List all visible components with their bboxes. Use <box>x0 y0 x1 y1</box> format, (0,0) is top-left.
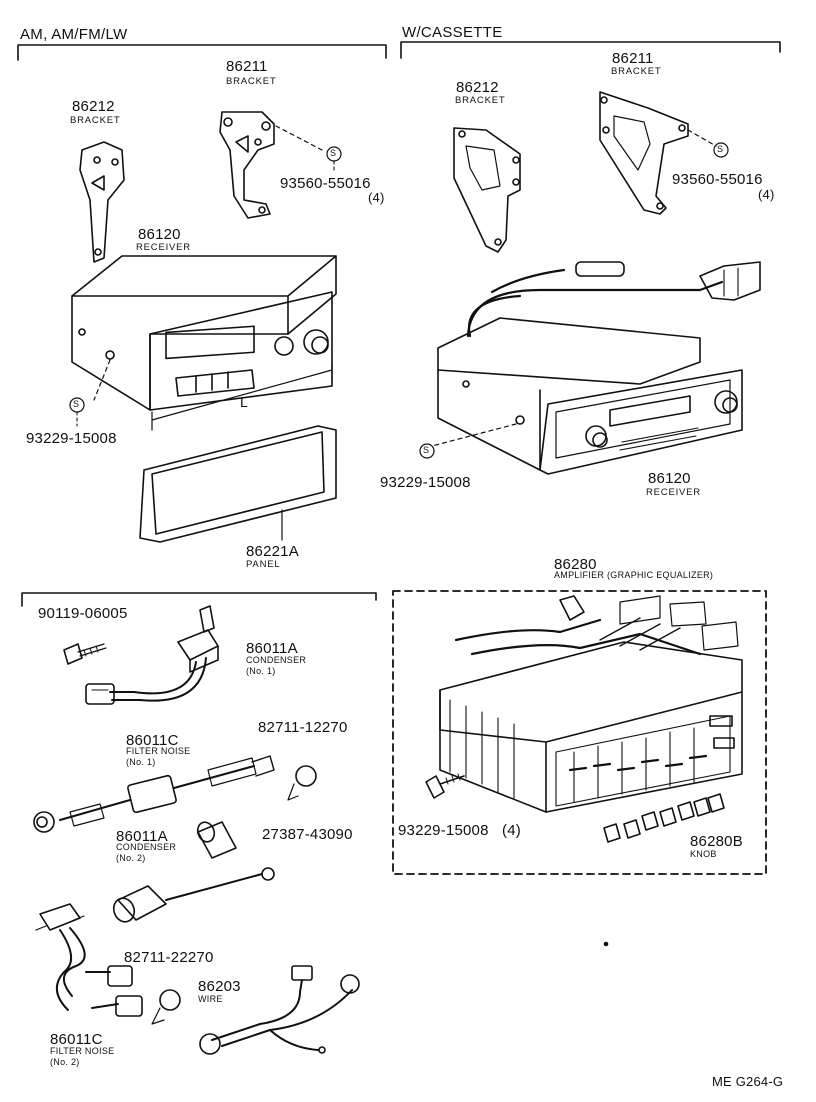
filter-noise-1-drawing <box>34 756 274 832</box>
label-wire: WIRE <box>198 994 223 1004</box>
s-text-left-1: S <box>330 148 337 158</box>
bracket-86211-right-drawing <box>600 92 716 214</box>
label-93229-amp-qty: (4) <box>502 822 521 839</box>
label-amplifier: AMPLIFIER (GRAPHIC EQUALIZER) <box>554 570 714 580</box>
label-condenser-2-note: (No. 2) <box>116 853 146 863</box>
clamp-82711-12270-drawing <box>288 766 316 800</box>
label-condenser-2: CONDENSER <box>116 842 177 852</box>
label-receiver-left: RECEIVER <box>136 242 191 253</box>
dimension-L: L <box>240 394 248 410</box>
bolt-90119-drawing <box>64 644 106 664</box>
label-86212-right: 86212 <box>456 79 499 96</box>
label-filter-noise-1-note: (No. 1) <box>126 757 156 767</box>
label-86221A: 86221A <box>246 543 299 560</box>
label-90119: 90119-06005 <box>38 605 128 622</box>
receiver-cassette-drawing <box>432 262 760 474</box>
label-93229-amp: 93229-15008 <box>398 822 489 839</box>
label-86280B: 86280B <box>690 833 743 850</box>
figure-code: ME G264-G <box>712 1074 784 1089</box>
bracket-86212-left-drawing <box>80 142 124 262</box>
wire-86203-drawing <box>200 966 359 1054</box>
section-bracket-accessories <box>22 593 376 606</box>
label-86211-right: 86211 <box>612 50 654 67</box>
screw-93229-amplifier-drawing <box>426 774 464 798</box>
label-86211-left: 86211 <box>226 58 268 75</box>
s-text-right-1: S <box>717 144 724 154</box>
label-86120-right: 86120 <box>648 470 691 487</box>
receiver-left-drawing <box>72 256 336 430</box>
section-bracket-right <box>401 42 780 58</box>
cap-27387-drawing <box>195 820 236 858</box>
s-mark-right-2 <box>420 444 434 458</box>
label-bracket-left-1: BRACKET <box>70 115 121 126</box>
bracket-86211-left-drawing <box>220 112 322 218</box>
label-bracket-right-2: BRACKET <box>611 66 662 77</box>
label-bracket-left-2: BRACKET <box>226 76 277 87</box>
label-82711-12270: 82711-12270 <box>258 719 348 736</box>
label-86011A-1: 86011A <box>246 640 298 657</box>
header-right: W/CASSETTE <box>402 24 503 41</box>
header-left: AM, AM/FM/LW <box>20 26 128 43</box>
condenser-1-drawing <box>86 606 218 704</box>
label-panel: PANEL <box>246 559 281 570</box>
label-condenser-1: CONDENSER <box>246 655 307 665</box>
section-bracket-left <box>18 45 386 60</box>
label-93560-left: 93560-55016 <box>280 175 371 192</box>
label-86011A-2: 86011A <box>116 828 168 845</box>
s-text-right-2: S <box>423 445 430 455</box>
label-27387-43090: 27387-43090 <box>262 826 353 843</box>
label-filter-noise-2: FILTER NOISE <box>50 1046 115 1056</box>
label-86011C-2: 86011C <box>50 1031 103 1048</box>
label-93229-right: 93229-15008 <box>380 474 471 491</box>
amplifier-kit-dashed-box <box>393 591 766 874</box>
amplifier-86280-drawing <box>440 596 742 812</box>
label-filter-noise-1: FILTER NOISE <box>126 746 191 756</box>
knobs-86280B-drawing <box>604 794 724 842</box>
panel-86221A-drawing <box>140 426 336 542</box>
label-93560-right: 93560-55016 <box>672 171 763 188</box>
label-receiver-right: RECEIVER <box>646 487 701 498</box>
bracket-86212-right-drawing <box>454 128 520 252</box>
label-condenser-1-note: (No. 1) <box>246 666 276 676</box>
label-86203: 86203 <box>198 978 241 995</box>
label-93229-left: 93229-15008 <box>26 430 117 447</box>
label-bracket-right-1: BRACKET <box>455 95 506 106</box>
center-dot <box>605 943 608 946</box>
s-mark-right-1 <box>714 143 728 157</box>
filter-noise-2-drawing <box>36 904 142 1016</box>
label-86212-left: 86212 <box>72 98 115 115</box>
label-86011C-1: 86011C <box>126 732 179 749</box>
label-82711-22270: 82711-22270 <box>124 949 214 966</box>
condenser-2-drawing <box>110 868 274 925</box>
label-86120-left: 86120 <box>138 226 181 243</box>
label-knob: KNOB <box>690 849 717 859</box>
s-text-left-2: S <box>73 399 80 409</box>
label-93560-right-qty: (4) <box>758 187 775 202</box>
label-filter-noise-2-note: (No. 2) <box>50 1057 80 1067</box>
label-86280: 86280 <box>554 556 597 573</box>
clamp-82711-22270-drawing <box>152 990 180 1024</box>
label-93560-left-qty: (4) <box>368 190 385 205</box>
